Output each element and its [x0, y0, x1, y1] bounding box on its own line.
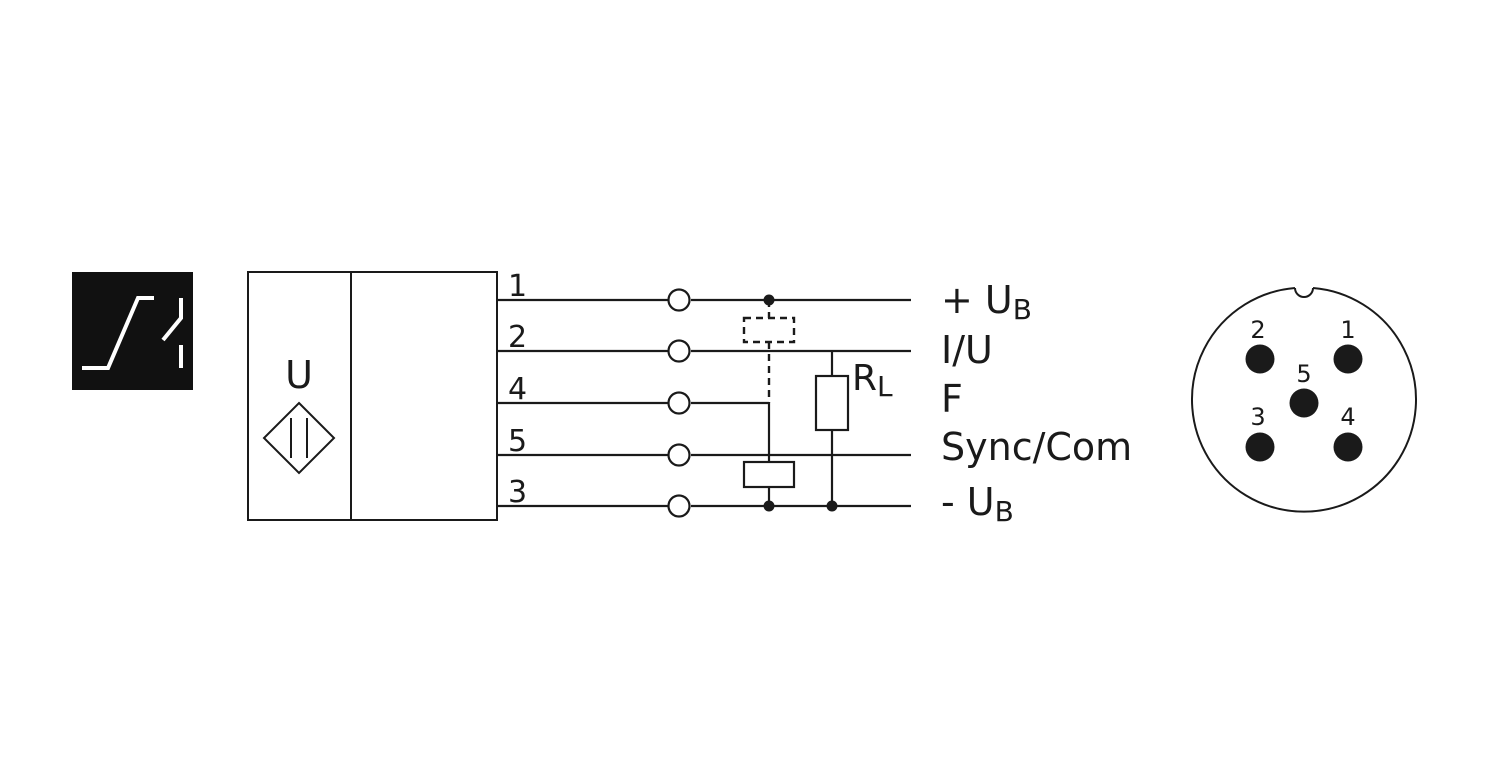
load-resistor-label: RL — [852, 358, 893, 403]
switching-output-icon — [72, 272, 193, 390]
signal-label-sync-com: Sync/Com — [941, 425, 1132, 469]
connector-pin-label-5: 5 — [1296, 360, 1311, 388]
ultrasonic-transducer-icon — [262, 401, 336, 475]
sensor-label: U — [285, 353, 313, 397]
terminal-number-4: 4 — [508, 372, 527, 407]
connector-pin-2 — [1245, 344, 1275, 374]
terminal-number-1: 1 — [508, 269, 527, 304]
connector-pin-label-4: 4 — [1340, 403, 1355, 431]
signal-label-analog-output: I/U — [941, 328, 993, 372]
connector-pin-1 — [1333, 344, 1363, 374]
signal-label-f: F — [941, 377, 963, 421]
wire-terminal-3 — [497, 494, 911, 518]
connector-pinout — [1191, 287, 1417, 513]
load-resistor — [814, 351, 850, 512]
connector-pin-label-3: 3 — [1250, 403, 1265, 431]
signal-label-supply-positive: + UB — [941, 278, 1032, 326]
terminal-number-3: 3 — [508, 475, 527, 510]
wire-terminal-1 — [497, 288, 911, 312]
connector-pin-label-1: 1 — [1340, 316, 1355, 344]
connector-pin-label-2: 2 — [1250, 316, 1265, 344]
connector-pin-5 — [1289, 388, 1319, 418]
connector-pin-3 — [1245, 432, 1275, 462]
optional-load-circuit — [742, 294, 796, 512]
connector-pin-4 — [1333, 432, 1363, 462]
wire-terminal-5 — [497, 443, 911, 467]
sensor-housing — [247, 271, 498, 521]
terminal-number-2: 2 — [508, 320, 527, 355]
signal-label-supply-negative: - UB — [941, 480, 1014, 528]
terminal-number-5: 5 — [508, 424, 527, 459]
wire-terminal-4 — [497, 391, 769, 415]
wire-terminal-2 — [497, 339, 911, 363]
